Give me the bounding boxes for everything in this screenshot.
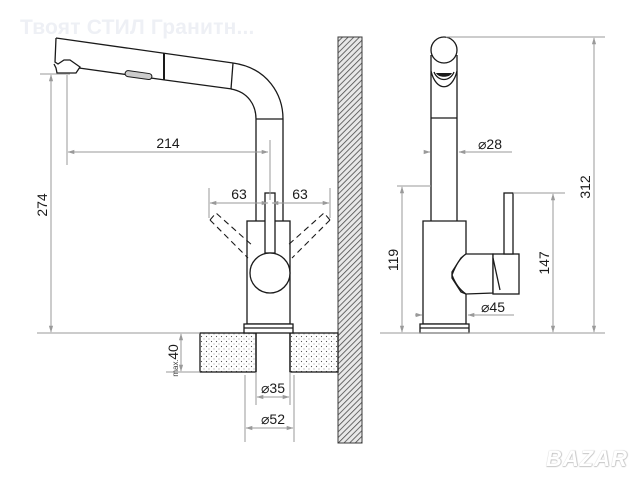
dim-119: 119 <box>385 249 401 272</box>
dim-52: ⌀52 <box>261 411 285 427</box>
dimension-lever-swing: 63 63 <box>208 186 331 218</box>
dim-147: 147 <box>536 251 552 275</box>
side-view: ⌀28 ⌀45 119 147 312 <box>380 36 605 334</box>
dim-45: ⌀45 <box>481 299 505 315</box>
dimension-total-height: 274 <box>34 73 200 334</box>
dim-35: ⌀35 <box>261 380 285 396</box>
dimension-lever-height: 147 <box>513 192 565 333</box>
dim-312: 312 <box>577 175 593 199</box>
dimension-spout-diameter: ⌀28 <box>423 136 512 155</box>
dim-max-label: max. <box>171 359 180 376</box>
dimension-spout-reach: 214 <box>66 75 271 200</box>
dimension-base-diameter: ⌀52 <box>244 375 295 442</box>
side-body <box>419 192 520 334</box>
dimension-body-diameter: ⌀45 <box>415 299 514 318</box>
side-spout <box>430 36 458 221</box>
dimension-hole-diameter: ⌀35 <box>255 372 291 405</box>
dimension-countertop-thickness: 40 max. <box>165 333 200 377</box>
front-view: 214 274 63 63 40 max. <box>34 36 363 444</box>
countertop <box>199 332 339 373</box>
watermark-text: Твоят СТИЛ Гранитн... <box>20 16 255 39</box>
spout <box>53 37 284 221</box>
dim-63-left: 63 <box>231 186 247 202</box>
bazar-logo: BAZAR <box>546 446 628 471</box>
dim-274: 274 <box>34 193 50 217</box>
faucet-body-front <box>243 192 294 334</box>
dim-40: 40 <box>165 344 181 360</box>
dimension-body-height: 119 <box>385 185 431 333</box>
dim-63-right: 63 <box>292 186 308 202</box>
dim-214: 214 <box>156 135 180 151</box>
wall-hatched <box>337 36 363 444</box>
dim-28: ⌀28 <box>478 136 502 152</box>
lever-swing-dashed <box>209 212 331 259</box>
dimension-overall-height: 312 <box>446 36 605 333</box>
